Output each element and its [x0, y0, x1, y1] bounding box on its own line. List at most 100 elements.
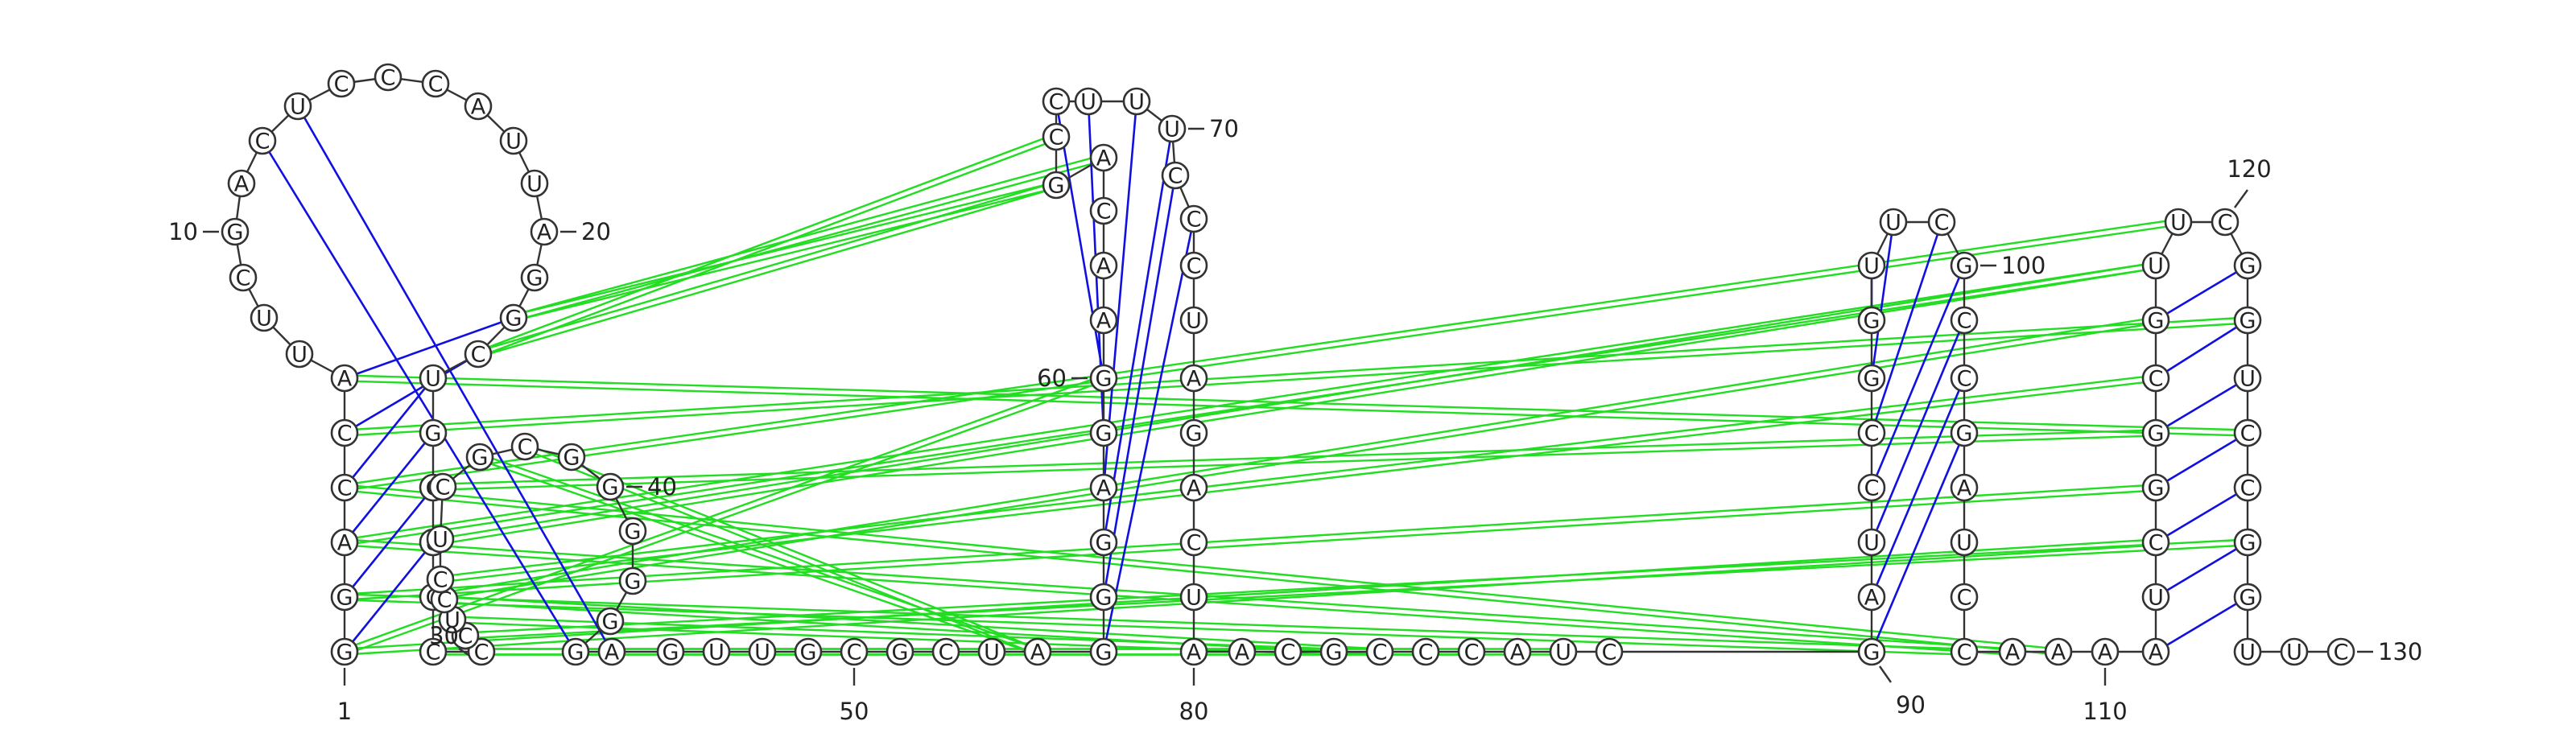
- nucleotide-circle: [419, 418, 448, 447]
- nucleotide-circle: [1179, 473, 1208, 502]
- nucleotide: A: [1857, 583, 1886, 612]
- nucleotide-circle: [1927, 208, 1956, 237]
- noncanonical-base-pair: [433, 267, 2157, 546]
- nucleotide-circle: [1089, 196, 1118, 225]
- noncanonical-base-pair: [345, 484, 2059, 650]
- nucleotide-circle: [931, 637, 960, 666]
- nucleotide-base: U: [1164, 117, 1180, 142]
- nucleotide: C: [2141, 364, 2170, 393]
- nucleotide-base: C: [1049, 126, 1064, 150]
- nucleotide-base: C: [1864, 422, 1880, 447]
- nucleotide-base: G: [506, 307, 522, 332]
- sequence-number-label: 80: [1179, 698, 1209, 725]
- nucleotide-circle: [1857, 583, 1886, 612]
- nucleotide: G: [1089, 418, 1118, 447]
- sequence-number-label: 60: [1037, 364, 1067, 392]
- nucleotide-base: A: [1187, 367, 1202, 392]
- nucleotide: C: [1950, 583, 1979, 612]
- canonical-base-pair: [2155, 486, 2248, 544]
- nucleotide-circle: [248, 126, 277, 155]
- nucleotide-circle: [250, 303, 279, 332]
- noncanonical-base-pair: [344, 218, 2178, 486]
- noncanonical-base-pair: [432, 262, 2156, 541]
- canonical-base-pair: [1102, 218, 1195, 653]
- nucleotide: A: [330, 364, 359, 393]
- nucleotide-circle: [1319, 637, 1348, 666]
- noncanonical-base-pair: [477, 181, 1056, 352]
- nucleotide: C: [1274, 637, 1302, 666]
- nucleotide: A: [330, 528, 359, 557]
- nucleotide-base: C: [1168, 164, 1183, 189]
- nucleotide-base: G: [526, 266, 543, 291]
- nucleotide-circle: [1089, 418, 1118, 447]
- nucleotide-base: U: [2240, 640, 2256, 665]
- nucleotide-base: C: [236, 266, 251, 291]
- nucleotide-base: C: [428, 72, 444, 97]
- nucleotide-circle: [1274, 637, 1302, 666]
- nucleotide-base: G: [1096, 586, 1113, 611]
- nucleotide: A: [1089, 251, 1118, 280]
- nucleotide: G: [557, 443, 586, 472]
- nucleotide-base: G: [336, 640, 353, 665]
- nucleotide: U: [2233, 637, 2262, 666]
- nucleotide-circle: [2141, 364, 2170, 393]
- nucleotide-circle: [1365, 637, 1394, 666]
- nucleotide-base: A: [2149, 640, 2164, 665]
- canonical-base-pair: [343, 432, 435, 543]
- nucleotide-base: U: [1555, 640, 1571, 665]
- nucleotide-circle: [840, 637, 869, 666]
- nucleotide-circle: [1179, 251, 1208, 280]
- nucleotide: C: [421, 69, 450, 98]
- nucleotide: A: [227, 169, 256, 198]
- nucleotide-circle: [1595, 637, 1624, 666]
- nucleotide-circle: [464, 92, 493, 121]
- nucleotide-circle: [1089, 364, 1118, 393]
- nucleotide-base: C: [1957, 367, 1972, 392]
- nucleotide: G: [1089, 364, 1118, 393]
- nucleotide-base: C: [1934, 211, 1950, 236]
- nucleotide: A: [2091, 637, 2120, 666]
- nucleotide: U: [2233, 364, 2262, 393]
- nucleotide-base: G: [564, 446, 580, 471]
- nucleotide-base: C: [1957, 640, 1972, 665]
- nucleotide: C: [1365, 637, 1394, 666]
- nucleotide-circle: [2326, 637, 2355, 666]
- nucleotide-circle: [2233, 637, 2262, 666]
- sequence-number-label: 110: [2083, 698, 2127, 725]
- nucleotide-base: C: [1187, 208, 1202, 233]
- nucleotide-circle: [2233, 251, 2262, 280]
- nucleotide: G: [596, 472, 625, 501]
- nucleotide-circle: [1089, 583, 1118, 612]
- nucleotide: U: [499, 126, 528, 155]
- sequence-number-label: 120: [2227, 155, 2271, 183]
- nucleotide-base: G: [625, 520, 642, 545]
- nucleotide-circle: [2233, 583, 2262, 612]
- nucleotide-base: U: [432, 528, 448, 553]
- canonical-base-pair: [1870, 319, 1966, 543]
- nucleotide: C: [426, 565, 455, 594]
- nucleotide-circle: [2141, 473, 2170, 502]
- nucleotide: U: [1179, 306, 1208, 335]
- nucleotide: A: [464, 92, 493, 121]
- nucleotide-circle: [1179, 583, 1208, 612]
- nucleotide-base: A: [2005, 640, 2021, 665]
- nucleotide: G: [1042, 171, 1071, 200]
- nucleotide: C: [1595, 637, 1624, 666]
- nucleotide: A: [1179, 364, 1208, 393]
- nucleotide-base: C: [2240, 476, 2256, 501]
- nucleotide-base: U: [984, 640, 1000, 665]
- nucleotide-circle: [283, 92, 312, 121]
- nucleotide-base: G: [1864, 367, 1880, 392]
- nucleotide: C: [330, 473, 359, 502]
- nucleotide-base: G: [336, 586, 353, 611]
- nucleotide-base: U: [1956, 531, 1972, 556]
- noncanonical-base-pair: [344, 380, 2248, 437]
- nucleotide: U: [1857, 528, 1886, 557]
- noncanonical-base-pair: [514, 187, 1058, 322]
- nucleotide: C: [1950, 306, 1979, 335]
- nucleotide-circle: [330, 583, 359, 612]
- nucleotide: G: [2233, 306, 2262, 335]
- nucleotide-circle: [330, 364, 359, 393]
- nucleotide-circle: [1950, 364, 1979, 393]
- nucleotide-circle: [419, 364, 448, 393]
